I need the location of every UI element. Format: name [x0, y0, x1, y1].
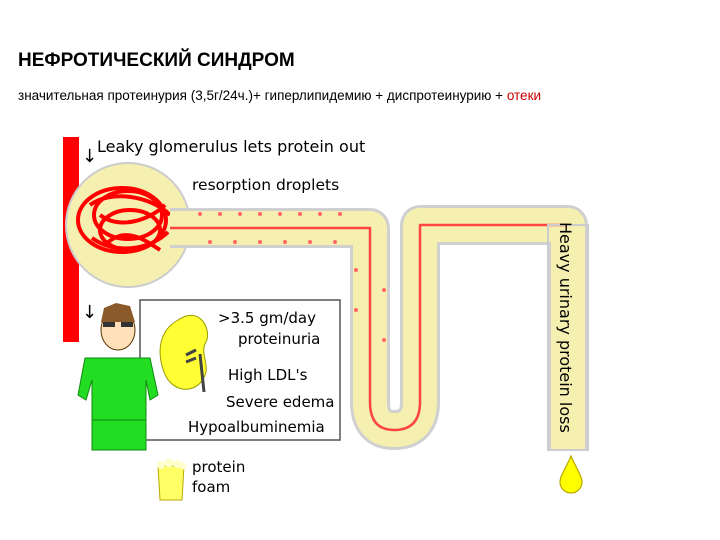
- foam-label-line2: foam: [192, 478, 230, 496]
- kidney-icon: [159, 314, 208, 390]
- tubule-lumen: [170, 223, 568, 432]
- resorption-droplets: [198, 212, 386, 342]
- ureter-icon: [185, 348, 206, 393]
- vessel-arrow-top: ↓: [82, 146, 97, 167]
- vessel-arrow-bottom: ↓: [82, 302, 97, 323]
- glomerulus-label: Leaky glomerulus lets protein out: [97, 137, 365, 156]
- symptom-1: >3.5 gm/day: [218, 309, 316, 327]
- patient-figure: [77, 303, 159, 451]
- page-subtitle: значительная протеинурия (3,5г/24ч.)+ ги…: [18, 88, 541, 103]
- symptom-4: Severe edema: [226, 393, 334, 411]
- droplets-label: resorption droplets: [192, 176, 339, 194]
- loss-label: Heavy urinary protein loss: [556, 222, 575, 433]
- subtitle-accent: отеки: [506, 88, 542, 103]
- urine-drop: [559, 454, 583, 494]
- collecting-duct: [547, 224, 589, 451]
- page-title: НЕФРОТИЧЕСКИЙ СИНДРОМ: [18, 50, 295, 71]
- symptom-2: proteinuria: [238, 330, 320, 348]
- symptom-5: Hypoalbuminemia: [188, 418, 325, 436]
- subtitle-main: значительная протеинурия (3,5г/24ч.)+ ги…: [18, 88, 507, 103]
- protein-foam-glass: [157, 458, 187, 501]
- symptom-3: High LDL's: [228, 366, 308, 384]
- capillary-tuft: [76, 186, 172, 254]
- foam-label-line1: protein: [192, 458, 245, 476]
